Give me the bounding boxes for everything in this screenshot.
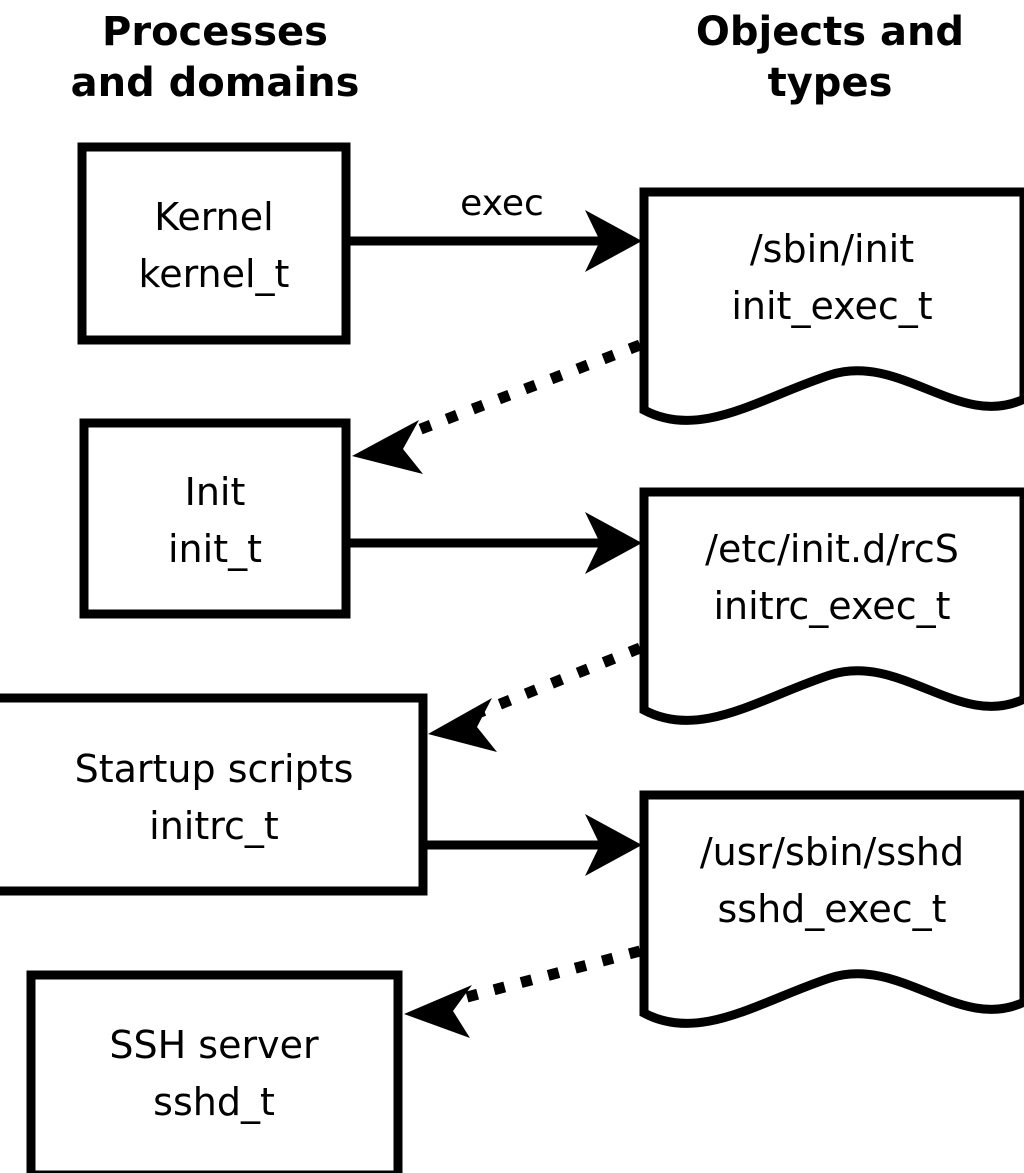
node-label-line2: sshd_exec_t xyxy=(717,887,946,931)
arrow-head-icon xyxy=(352,420,423,474)
node-label-line1: /etc/init.d/rcS xyxy=(705,527,959,571)
node-label-line2: initrc_exec_t xyxy=(714,584,951,628)
arrow-head-icon xyxy=(428,698,497,752)
node-label-line1: /usr/sbin/sshd xyxy=(700,830,964,874)
process-node-init[interactable]: Init init_t xyxy=(79,418,351,619)
node-label-line2: initrc_t xyxy=(149,804,279,848)
edge-kernel-exec-init_exec: exec xyxy=(350,183,642,272)
edge-initrc_exec-transition-initrc xyxy=(428,642,643,752)
header-processes-line2: and domains xyxy=(71,60,360,106)
arrow-head-icon xyxy=(585,814,642,876)
node-label-line1: Kernel xyxy=(154,195,273,239)
process-node-initrc[interactable]: Startup scripts initrc_t xyxy=(0,693,428,896)
node-label-line1: /sbin/init xyxy=(750,227,914,271)
edge-sshd_exec-transition-sshd xyxy=(404,945,642,1038)
document-shape xyxy=(639,187,1024,425)
node-label-line2: kernel_t xyxy=(139,252,290,296)
object-node-init_exec[interactable]: /sbin/init init_exec_t xyxy=(639,187,1024,425)
arrow-head-icon xyxy=(404,985,472,1038)
node-box xyxy=(26,970,403,1173)
node-box xyxy=(79,418,351,619)
object-node-sshd_exec[interactable]: /usr/sbin/sshd sshd_exec_t xyxy=(639,790,1024,1028)
arrow-head-icon xyxy=(585,512,642,574)
node-box xyxy=(0,693,428,896)
header-processes-line1: Processes xyxy=(102,9,328,55)
node-label-line2: init_t xyxy=(168,527,262,571)
document-shape xyxy=(639,487,1024,725)
node-box xyxy=(77,142,351,345)
arrow-head-icon xyxy=(585,210,642,272)
node-label-line1: Init xyxy=(185,470,246,514)
node-label-line2: sshd_t xyxy=(153,1080,275,1124)
process-node-sshd[interactable]: SSH server sshd_t xyxy=(26,970,403,1173)
header-objects-line1: Objects and xyxy=(696,9,964,55)
header-objects-line2: types xyxy=(768,60,893,106)
object-node-initrc_exec[interactable]: /etc/init.d/rcS initrc_exec_t xyxy=(639,487,1024,725)
column-header-objects: Objects and types xyxy=(696,9,964,106)
node-label-line1: Startup scripts xyxy=(75,747,354,791)
edge-line xyxy=(398,339,642,443)
column-header-processes: Processes and domains xyxy=(71,9,360,106)
edge-initrc-exec-sshd_exec xyxy=(427,814,642,876)
document-shape xyxy=(639,790,1024,1028)
node-label-line2: init_exec_t xyxy=(731,284,932,328)
edge-init-exec-initrc_exec xyxy=(350,512,642,574)
edge-label-exec: exec xyxy=(460,183,544,224)
edge-init_exec-transition-init xyxy=(352,339,642,474)
process-node-kernel[interactable]: Kernel kernel_t xyxy=(77,142,351,345)
edge-line xyxy=(470,642,643,721)
edge-line xyxy=(450,945,642,1007)
node-label-line1: SSH server xyxy=(109,1023,319,1067)
